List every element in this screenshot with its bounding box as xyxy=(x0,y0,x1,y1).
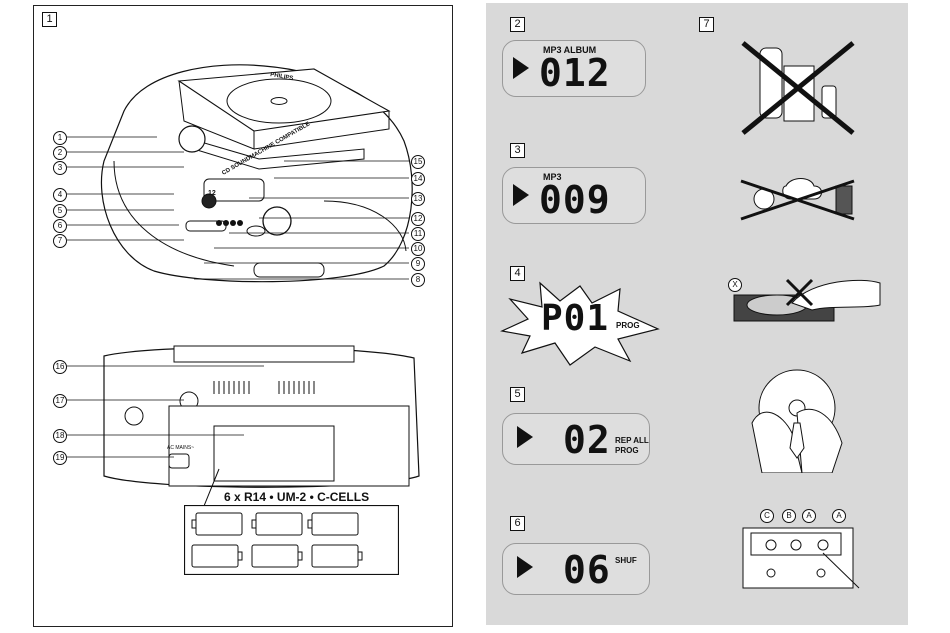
display-repeat: 02 REP ALL PROG xyxy=(502,413,650,465)
repeat-indicator: REP ALL xyxy=(615,436,649,445)
figure-number-1: 1 xyxy=(42,12,57,27)
display-value: 02 xyxy=(563,418,611,462)
small-display-readout: 12 xyxy=(208,190,216,197)
callout-6: 6 xyxy=(53,219,67,233)
shuffle-indicator: SHUF xyxy=(615,556,637,565)
callout-15: 15 xyxy=(411,155,425,169)
program-indicator: PROG xyxy=(616,321,640,330)
figure-number-6: 6 xyxy=(510,516,525,531)
part-a-marker-1: A xyxy=(802,509,816,523)
display-value: 06 xyxy=(563,548,611,592)
no-touch-lens-illustration xyxy=(733,278,881,322)
program-indicator: PROG xyxy=(615,446,639,455)
callout-16: 16 xyxy=(53,360,67,374)
cd-radio-back-illustration xyxy=(103,345,420,488)
callout-10: 10 xyxy=(411,242,425,256)
display-shuffle: 06 SHUF xyxy=(502,543,650,595)
callout-13: 13 xyxy=(411,192,425,206)
display-value: 012 xyxy=(539,51,611,95)
callout-11: 11 xyxy=(411,227,425,241)
program-starburst xyxy=(500,281,660,366)
callout-7: 7 xyxy=(53,234,67,248)
callout-5: 5 xyxy=(53,204,67,218)
callout-lines-lower xyxy=(67,365,264,506)
display-mp3-album: MP3 ALBUM 012 xyxy=(502,40,646,97)
callout-8: 8 xyxy=(411,273,425,287)
callout-17: 17 xyxy=(53,394,67,408)
cd-radio-front-illustration xyxy=(100,64,413,283)
callout-14: 14 xyxy=(411,172,425,186)
figure-number-7: 7 xyxy=(699,17,714,32)
play-icon xyxy=(513,57,529,79)
figure-number-3: 3 xyxy=(510,143,525,158)
figure-number-5: 5 xyxy=(510,387,525,402)
play-icon xyxy=(517,426,533,448)
no-chemicals-illustration xyxy=(741,41,855,135)
callout-3: 3 xyxy=(53,161,67,175)
callout-1: 1 xyxy=(53,131,67,145)
cleaning-lens-illustration xyxy=(742,527,860,589)
battery-compartment xyxy=(184,505,399,575)
no-heat-moisture-illustration xyxy=(740,178,855,221)
play-icon xyxy=(517,556,533,578)
callout-19: 19 xyxy=(53,451,67,465)
ac-mains-label: AC MAINS~ xyxy=(167,445,195,451)
callout-9: 9 xyxy=(411,257,425,271)
part-c-marker: C xyxy=(760,509,774,523)
figure-number-4: 4 xyxy=(510,266,525,281)
prohibited-marker: X xyxy=(728,278,742,292)
figures-2-7-panel: 2 3 4 5 6 7 MP3 ALBUM 012 MP3 009 P01 PR… xyxy=(486,3,908,625)
play-icon xyxy=(513,184,529,206)
part-b-marker: B xyxy=(782,509,796,523)
figure-number-2: 2 xyxy=(510,17,525,32)
part-a-marker-2: A xyxy=(832,509,846,523)
display-indicator: MP3 ALBUM xyxy=(543,45,597,55)
battery-spec-label: 6 x R14 • UM-2 • C-CELLS xyxy=(224,490,370,504)
callout-lines-left xyxy=(67,136,409,280)
figure-1-panel: 1 PHILIPS CD SOUNDMACHINE COMPATIBLE 12 xyxy=(33,5,453,627)
display-indicator: MP3 xyxy=(543,172,562,182)
callout-2: 2 xyxy=(53,146,67,160)
program-display-value: P01 xyxy=(541,298,610,339)
cd-handling-illustration xyxy=(751,369,843,473)
callout-12: 12 xyxy=(411,212,425,226)
display-mp3: MP3 009 xyxy=(502,167,646,224)
callout-18: 18 xyxy=(53,429,67,443)
callout-4: 4 xyxy=(53,188,67,202)
display-value: 009 xyxy=(539,178,611,222)
